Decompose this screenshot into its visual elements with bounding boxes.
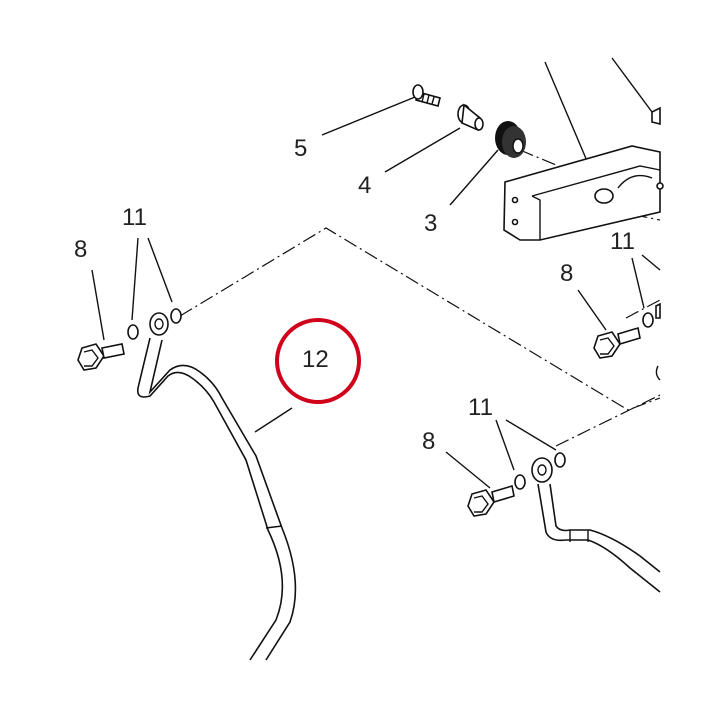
leader-11-mid-a bbox=[631, 257, 645, 309]
callout-11-left: 11 bbox=[122, 204, 147, 231]
washer-bottom-b bbox=[554, 452, 566, 468]
callout-11-bottom: 11 bbox=[468, 394, 493, 421]
callout-8-mid: 8 bbox=[560, 260, 574, 287]
collar-part-4 bbox=[457, 103, 484, 132]
callout-8-bottom: 8 bbox=[422, 428, 436, 455]
callout-4: 4 bbox=[358, 172, 372, 199]
assembly-line-bottom bbox=[555, 394, 661, 447]
hose-bottom bbox=[537, 483, 661, 593]
leader-8-bottom bbox=[445, 451, 491, 489]
bottom-fitting-assembly bbox=[467, 452, 661, 593]
leader-bracket-b bbox=[611, 57, 653, 113]
banjo-eye-left bbox=[149, 312, 169, 336]
leader-lines bbox=[91, 57, 661, 489]
leader-8-left bbox=[91, 269, 105, 341]
washer-bottom-a bbox=[514, 474, 526, 490]
hose-part-12 bbox=[136, 337, 297, 661]
leader-11-bottom-b bbox=[505, 419, 557, 451]
callout-5: 5 bbox=[294, 135, 308, 162]
washer-left-b bbox=[170, 308, 182, 324]
assembly-line-left bbox=[179, 227, 661, 411]
leader-3 bbox=[449, 149, 499, 206]
callout-8-left: 8 bbox=[74, 236, 88, 263]
washer-mid bbox=[642, 312, 654, 328]
leader-12 bbox=[254, 407, 293, 433]
washer-left-a bbox=[127, 324, 139, 340]
left-fitting-assembly bbox=[77, 308, 182, 371]
leader-8-mid bbox=[577, 289, 607, 331]
banjo-eye-bottom bbox=[531, 457, 553, 483]
screw-part-5 bbox=[412, 84, 441, 107]
highlight-circle bbox=[275, 318, 361, 404]
banjo-bolt-mid bbox=[593, 326, 641, 359]
callout-3: 3 bbox=[424, 210, 438, 237]
assembly-line-mid bbox=[625, 299, 661, 319]
leader-11-bottom-a bbox=[495, 419, 515, 471]
bracket bbox=[503, 106, 664, 241]
gear-part-3 bbox=[495, 121, 526, 158]
leader-4 bbox=[384, 127, 461, 173]
leader-11-left-b bbox=[147, 237, 173, 303]
middle-fitting-assembly bbox=[593, 302, 661, 381]
leader-11-mid-b bbox=[641, 254, 661, 271]
banjo-bolt-bottom bbox=[467, 484, 515, 517]
leader-bracket-a bbox=[544, 61, 591, 169]
leader-11-left-a bbox=[131, 237, 139, 321]
leader-5 bbox=[321, 94, 421, 136]
banjo-bolt-left bbox=[77, 343, 125, 371]
callout-11-mid: 11 bbox=[610, 228, 635, 255]
callout-12: 12 bbox=[302, 346, 329, 373]
